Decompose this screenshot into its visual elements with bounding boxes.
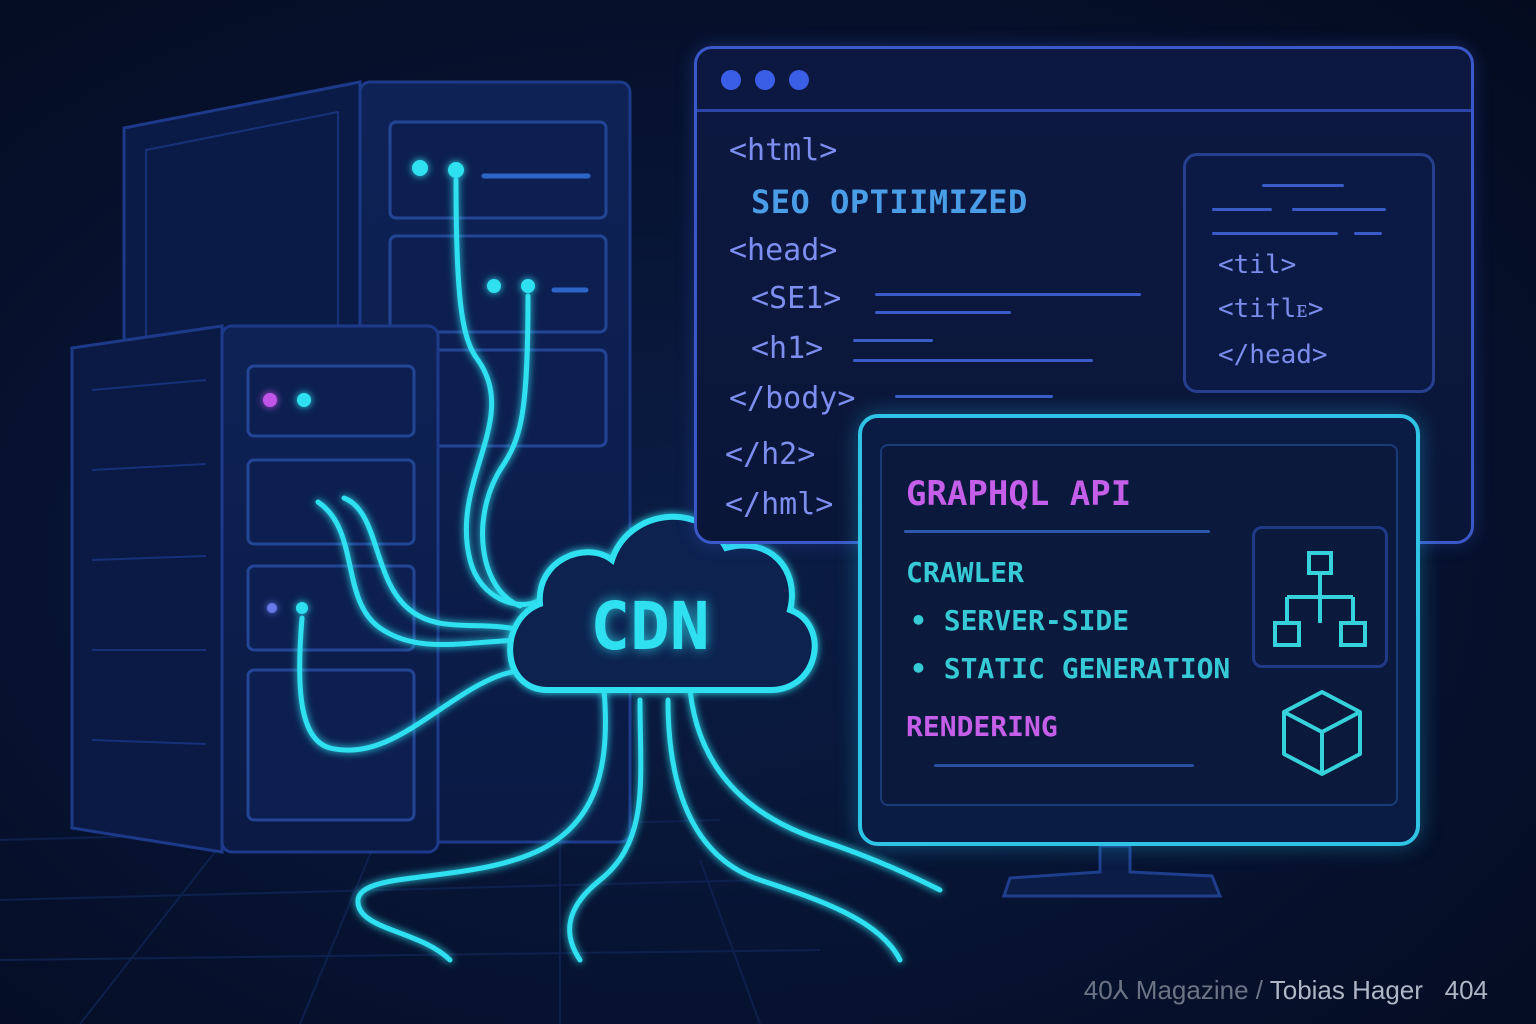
code-placeholder-line [875, 293, 1141, 296]
window-control-dot[interactable] [755, 70, 775, 90]
panel-code-line: </head> [1218, 340, 1328, 370]
monitor-title: GRAPHQL API [906, 474, 1132, 514]
window-titlebar [697, 49, 1471, 112]
rendering-underline [934, 764, 1194, 767]
monitor-screen: GRAPHQL API CRAWLER • SERVER-SIDE • STAT… [880, 444, 1398, 806]
author-name: Tobias Hager [1269, 975, 1423, 1005]
window-control-dot[interactable] [721, 70, 741, 90]
cube-icon [1282, 690, 1362, 776]
bullet-item: • STATIC GENERATION [910, 652, 1231, 685]
panel-code-line: <ti†lᴇ> [1218, 294, 1324, 324]
magazine-name: 40⅄ Magazine [1083, 975, 1249, 1005]
page-number: 404 [1444, 975, 1488, 1005]
code-line: </hml> [725, 487, 834, 522]
cloud-icon [507, 513, 818, 693]
panel-placeholder-line [1354, 232, 1382, 235]
code-placeholder-line [875, 311, 1011, 314]
sitemap-box [1252, 526, 1388, 668]
code-line: <html> [729, 133, 838, 168]
code-line: <head> [729, 233, 838, 268]
bullet-item: • SERVER-SIDE [910, 604, 1130, 637]
code-editor-window: <html> SEO OPTIIMIZED <head> <SE1> <h1> … [694, 46, 1474, 544]
panel-placeholder-line [1292, 208, 1386, 211]
code-line: <SE1> [751, 281, 842, 316]
monitor-icon: GRAPHQL API CRAWLER • SERVER-SIDE • STAT… [858, 414, 1420, 846]
rendering-label: RENDERING [906, 710, 1058, 743]
panel-code-line: <til> [1218, 250, 1297, 280]
panel-placeholder-line [1212, 232, 1338, 235]
code-placeholder-line [853, 359, 1093, 362]
window-control-dot[interactable] [789, 70, 809, 90]
title-underline [904, 530, 1210, 533]
credit-separator: / [1248, 975, 1270, 1005]
code-heading: SEO OPTIIMIZED [751, 183, 1028, 221]
code-placeholder-line [895, 395, 1053, 398]
credit-line: 40⅄ Magazine / Tobias Hager 404 [1084, 975, 1488, 1006]
code-line: </body> [729, 381, 856, 416]
code-line: </h2> [725, 437, 816, 472]
sitemap-icon [1273, 551, 1367, 647]
panel-placeholder-line [1212, 208, 1272, 211]
cdn-label: CDN [590, 588, 710, 665]
code-line: <h1> [751, 331, 824, 366]
crawler-label: CRAWLER [906, 556, 1025, 589]
code-placeholder-line [853, 339, 933, 342]
head-panel: <til> <ti†lᴇ> </head> [1183, 153, 1435, 393]
panel-placeholder-line [1262, 184, 1344, 187]
